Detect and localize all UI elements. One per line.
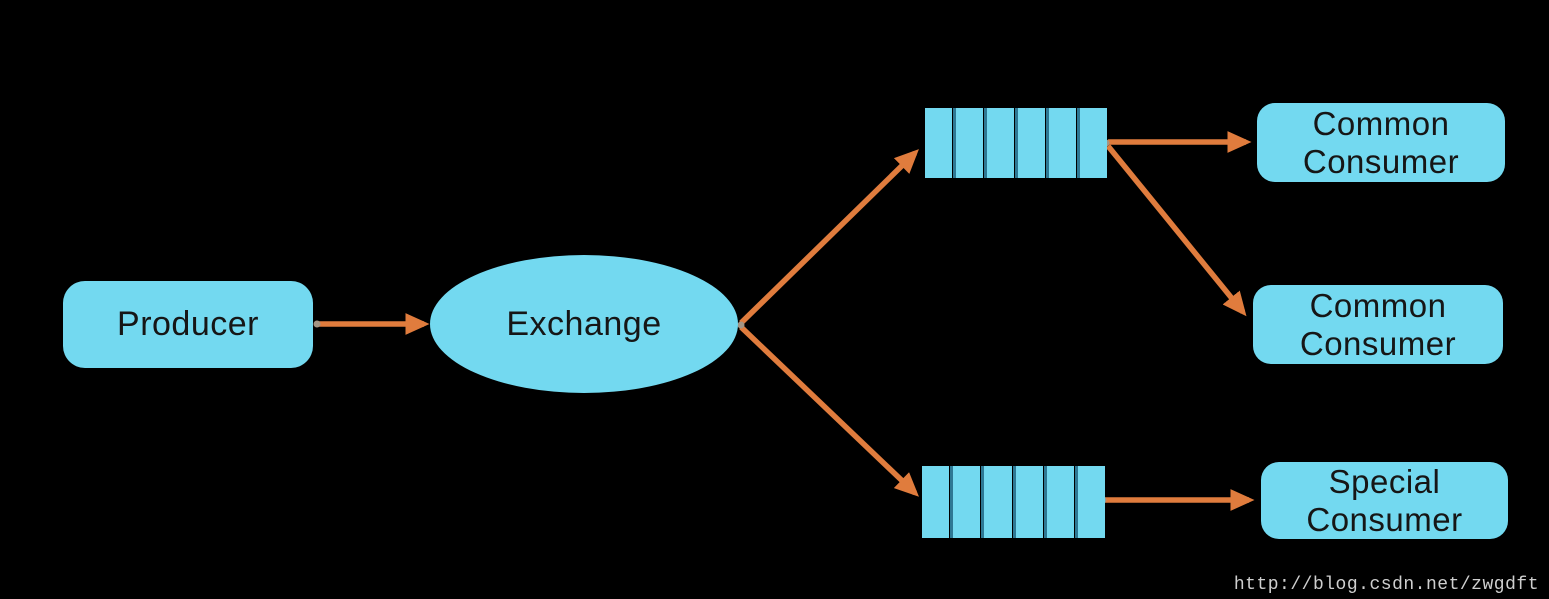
queue-segment	[925, 108, 952, 178]
message-queue-bottom	[922, 466, 1106, 538]
message-queue-top	[925, 108, 1107, 178]
common-consumer-2-node: Common Consumer	[1253, 285, 1503, 364]
producer-node: Producer	[63, 281, 313, 368]
arrow-queue-top-to-common-consumer-2	[1105, 144, 1247, 317]
queue-segment	[1074, 466, 1106, 538]
common-consumer-1-node: Common Consumer	[1257, 103, 1505, 182]
special-consumer-node: Special Consumer	[1261, 462, 1508, 539]
arrow-exchange-to-queue-bottom	[739, 325, 919, 497]
connector-dot	[737, 321, 745, 329]
queue-segment	[1077, 108, 1107, 178]
queue-segment	[981, 466, 1012, 538]
watermark-url: http://blog.csdn.net/zwgdft	[1233, 575, 1539, 595]
queue-segment	[950, 466, 981, 538]
queue-segment	[1012, 466, 1043, 538]
connector-dot	[313, 320, 321, 328]
queue-segment	[953, 108, 983, 178]
exchange-node: Exchange	[430, 255, 738, 393]
queue-segment	[922, 466, 950, 538]
queue-segment	[984, 108, 1014, 178]
arrow-exchange-to-queue-top	[739, 149, 919, 325]
queue-segment	[1046, 108, 1076, 178]
queue-segment	[1015, 108, 1045, 178]
queue-segment	[1043, 466, 1074, 538]
